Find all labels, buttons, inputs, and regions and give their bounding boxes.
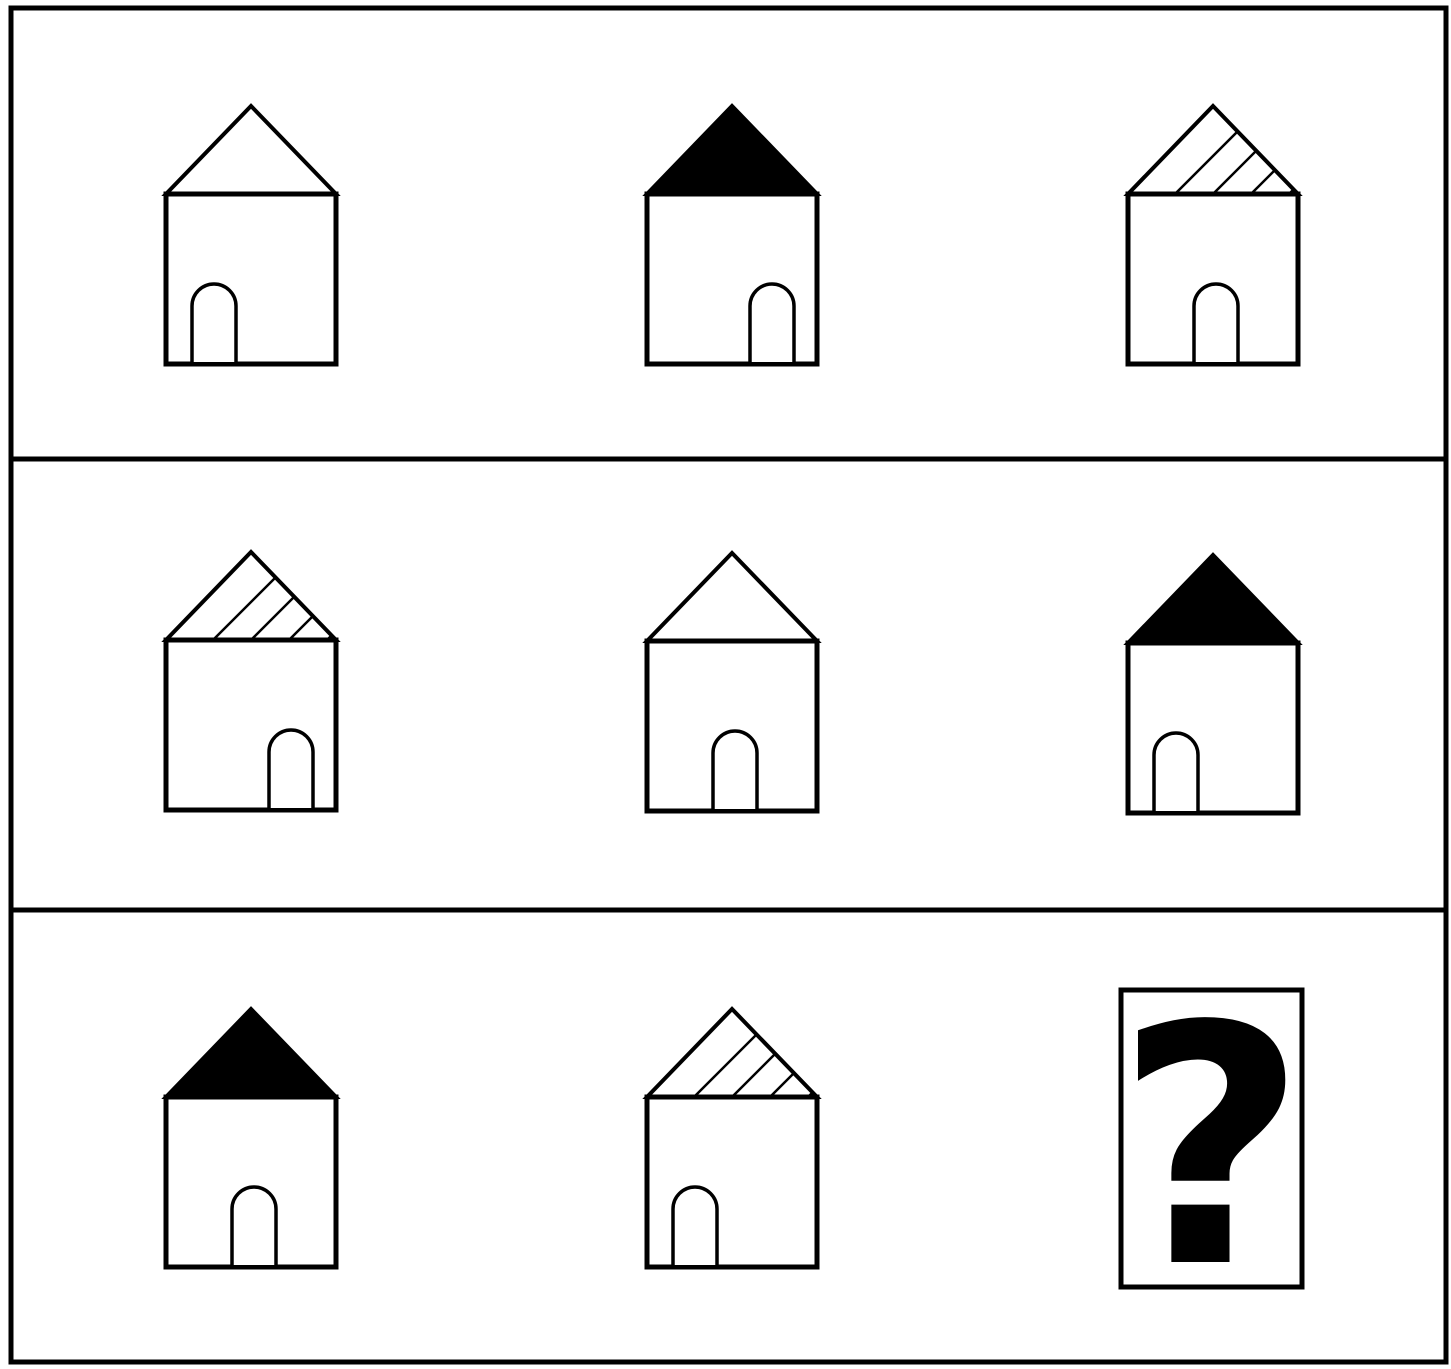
row-1 — [11, 8, 1446, 459]
house-figure — [647, 106, 817, 364]
roof-hatched — [647, 1009, 817, 1097]
house-figure — [166, 1009, 336, 1267]
house-figure — [166, 552, 415, 810]
door-left — [673, 1187, 717, 1265]
door-left — [1154, 733, 1198, 811]
roof-black — [647, 106, 817, 194]
answer-box: ? — [1115, 956, 1306, 1340]
roof-black — [166, 1009, 336, 1097]
door-center — [713, 731, 757, 809]
door-right — [269, 730, 313, 808]
roof-white — [647, 553, 817, 641]
door-left — [192, 284, 236, 362]
roof-hatched — [1128, 106, 1298, 194]
question-mark: ? — [1115, 956, 1306, 1340]
house-figure — [166, 106, 336, 364]
house-figure — [1128, 555, 1298, 813]
house-figure — [647, 553, 817, 811]
roof-black — [1128, 555, 1298, 643]
row-3: ? — [11, 910, 1446, 1362]
house-figure — [1128, 106, 1377, 364]
roof-hatched — [166, 552, 336, 640]
row-2 — [11, 459, 1446, 910]
house-figure — [647, 1009, 896, 1267]
door-center — [1194, 284, 1238, 362]
roof-white — [166, 106, 336, 194]
door-right — [750, 284, 794, 362]
door-center — [232, 1187, 276, 1265]
